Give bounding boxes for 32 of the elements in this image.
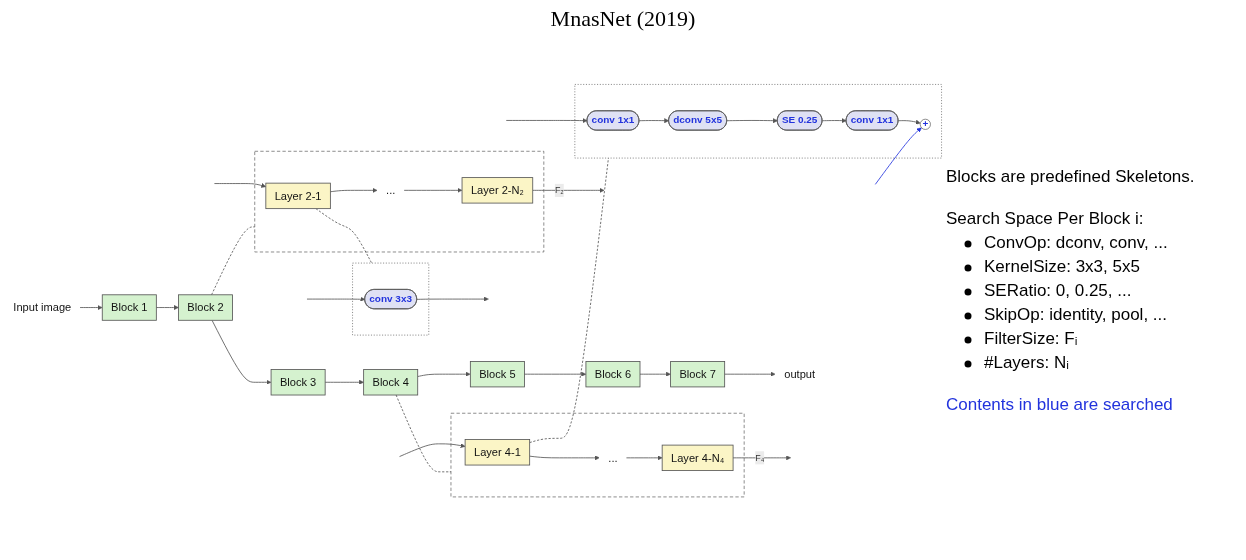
node-box: Block 3 <box>270 369 326 396</box>
edge-label: F₄ <box>755 453 765 463</box>
node-text: ... <box>608 452 618 465</box>
node-box: Block 7 <box>670 361 726 388</box>
node-box: Block 2 <box>178 294 233 322</box>
cluster <box>352 263 430 336</box>
cluster <box>450 413 745 498</box>
bullet-text: FilterSize: Fᵢ <box>984 329 1078 348</box>
bullet-text: ConvOp: dconv, conv, ... <box>984 233 1168 252</box>
node-text: output <box>784 368 816 381</box>
node-text: ... <box>386 184 396 197</box>
node-box: Layer 2-1 <box>265 183 331 210</box>
node-box: Block 1 <box>101 294 157 322</box>
node-box: Layer 4-N₄ <box>661 445 734 472</box>
note-text: Blocks are predefined Skeletons. <box>946 167 1196 187</box>
note-text: Contents in blue are searched <box>946 395 1174 415</box>
node-box: Block 6 <box>585 361 641 388</box>
node-text: Input image <box>13 301 72 314</box>
diagram-title: MnasNet (2019) <box>549 6 697 32</box>
node-box: Block 5 <box>469 361 525 388</box>
cluster <box>254 151 545 253</box>
node-box: Layer 2-N₂ <box>461 177 534 204</box>
note-text: Search Space Per Block i: <box>946 209 1145 229</box>
node-box: Layer 4-1 <box>464 439 531 466</box>
cluster <box>574 84 942 159</box>
edge-label: F₂ <box>554 185 564 196</box>
bullet-text: SkipOp: identity, pool, ... <box>984 305 1167 324</box>
node-circle: + <box>919 119 931 131</box>
bullet-text: SERatio: 0, 0.25, ... <box>984 281 1132 300</box>
bullet-text: KernelSize: 3x3, 5x5 <box>984 257 1140 276</box>
bullet-text: #Layers: Nᵢ <box>984 353 1069 372</box>
node-box: Block 4 <box>363 369 419 396</box>
